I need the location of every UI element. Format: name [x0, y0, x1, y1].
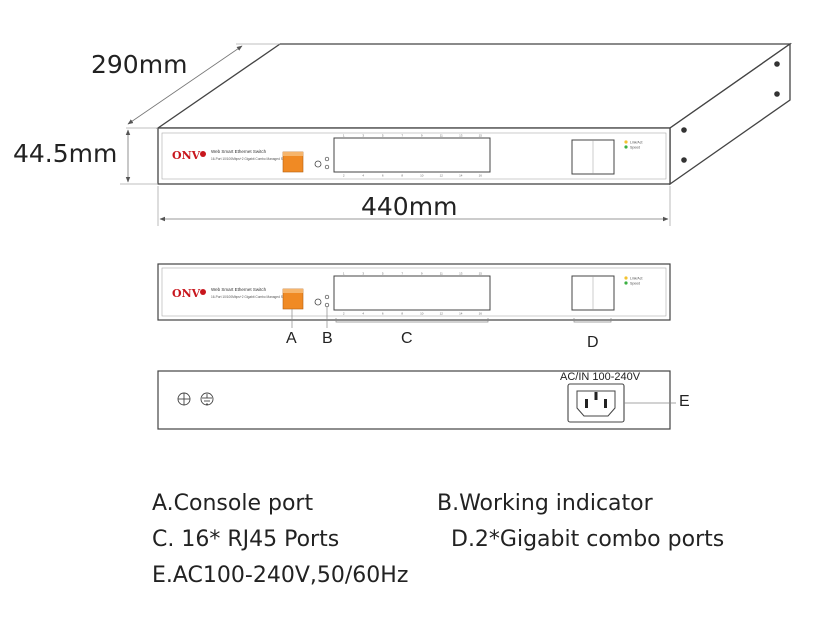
- ground-terminal-icon: [177, 392, 191, 406]
- callout-b: B: [322, 330, 333, 347]
- callout-e: E: [679, 393, 690, 410]
- callout-d: D: [587, 334, 599, 351]
- port-number: 14: [459, 312, 463, 316]
- svg-text:Link/Act: Link/Act: [630, 277, 642, 281]
- front-panel-view: ONV Web Smart Ethernet Switch 16-Port 10…: [157, 263, 671, 328]
- port-number: 3: [362, 134, 364, 138]
- port-number: 12: [440, 312, 444, 316]
- port-number: 9: [421, 134, 423, 138]
- port-number: 16: [479, 174, 483, 178]
- dimension-lines: [120, 43, 671, 226]
- port-number: 1: [343, 272, 345, 276]
- port-number: 6: [382, 312, 384, 316]
- speed-led: [624, 145, 628, 149]
- port-number: 13: [459, 272, 463, 276]
- port-number: 6: [382, 174, 384, 178]
- port-number: 4: [362, 174, 364, 178]
- port-number: 5: [382, 272, 384, 276]
- callout-c: C: [401, 330, 413, 347]
- width-label: 440mm: [361, 192, 458, 221]
- port-number: 11: [440, 134, 443, 138]
- callout-a: A: [286, 330, 297, 347]
- power-led: [324, 156, 330, 162]
- power-label: AC/IN 100-240V: [560, 371, 641, 383]
- port-number: 4: [362, 312, 364, 316]
- rack-screws: [681, 61, 780, 163]
- legend-d: D.2*Gigabit combo ports: [451, 527, 725, 552]
- callout-leaders: [291, 307, 612, 328]
- port-number: 11: [440, 272, 443, 276]
- working-indicator-led: [324, 294, 330, 300]
- indicator-label-speed: Speed: [630, 146, 640, 150]
- depth-dimension-line: [127, 45, 243, 125]
- product-subtitle: 16-Port 10/100Mbps+2 Gigabit Combo Manag…: [211, 157, 290, 161]
- port-number: 10: [420, 174, 424, 178]
- brand-logo-front: ONV: [172, 287, 201, 300]
- port-number: 13: [459, 134, 463, 138]
- port-number: 10: [420, 312, 424, 316]
- ac-inlet-socket: [576, 390, 616, 417]
- port-number: 2: [343, 312, 345, 316]
- earth-ground-icon: [200, 392, 214, 406]
- legend-b: B.Working indicator: [437, 491, 653, 516]
- product-name: Web Smart Ethernet Switch: [211, 149, 267, 154]
- port-number: 14: [459, 174, 463, 178]
- rj45-port-block-front: [333, 275, 491, 311]
- legend-e: E.AC100-240V,50/60Hz: [152, 563, 409, 588]
- front-panel-3d: ONV Web Smart Ethernet Switch 16-Port 10…: [161, 132, 667, 180]
- indicator-label-link: Link/Act: [630, 141, 642, 145]
- port-number: 2: [343, 174, 345, 178]
- port-number: 3: [362, 272, 364, 276]
- port-number: 7: [401, 134, 403, 138]
- link-led: [624, 140, 628, 144]
- rj45-port-block: [333, 137, 491, 173]
- port-number: 15: [479, 134, 483, 138]
- port-number: 16: [479, 312, 483, 316]
- product-name-front: Web Smart Ethernet Switch: [211, 287, 267, 292]
- product-subtitle-front: 16-Port 10/100Mbps+2 Gigabit Combo Manag…: [211, 295, 290, 299]
- rear-panel-view: AC/IN 100-240V: [157, 370, 676, 430]
- legend-c: C. 16* RJ45 Ports: [152, 527, 340, 552]
- legend-a: A.Console port: [152, 491, 314, 516]
- system-led: [324, 164, 330, 170]
- height-label: 44.5mm: [13, 139, 118, 168]
- reset-button: [314, 160, 322, 168]
- svg-text:Speed: Speed: [630, 282, 640, 286]
- port-number: 9: [421, 272, 423, 276]
- port-number: 8: [401, 174, 403, 178]
- port-number: 5: [382, 134, 384, 138]
- port-number: 1: [343, 134, 345, 138]
- depth-label: 290mm: [91, 50, 188, 79]
- port-number: 15: [479, 272, 483, 276]
- port-number: 12: [440, 174, 444, 178]
- brand-logo: ONV: [172, 149, 201, 162]
- port-number: 8: [401, 312, 403, 316]
- port-number: 7: [401, 272, 403, 276]
